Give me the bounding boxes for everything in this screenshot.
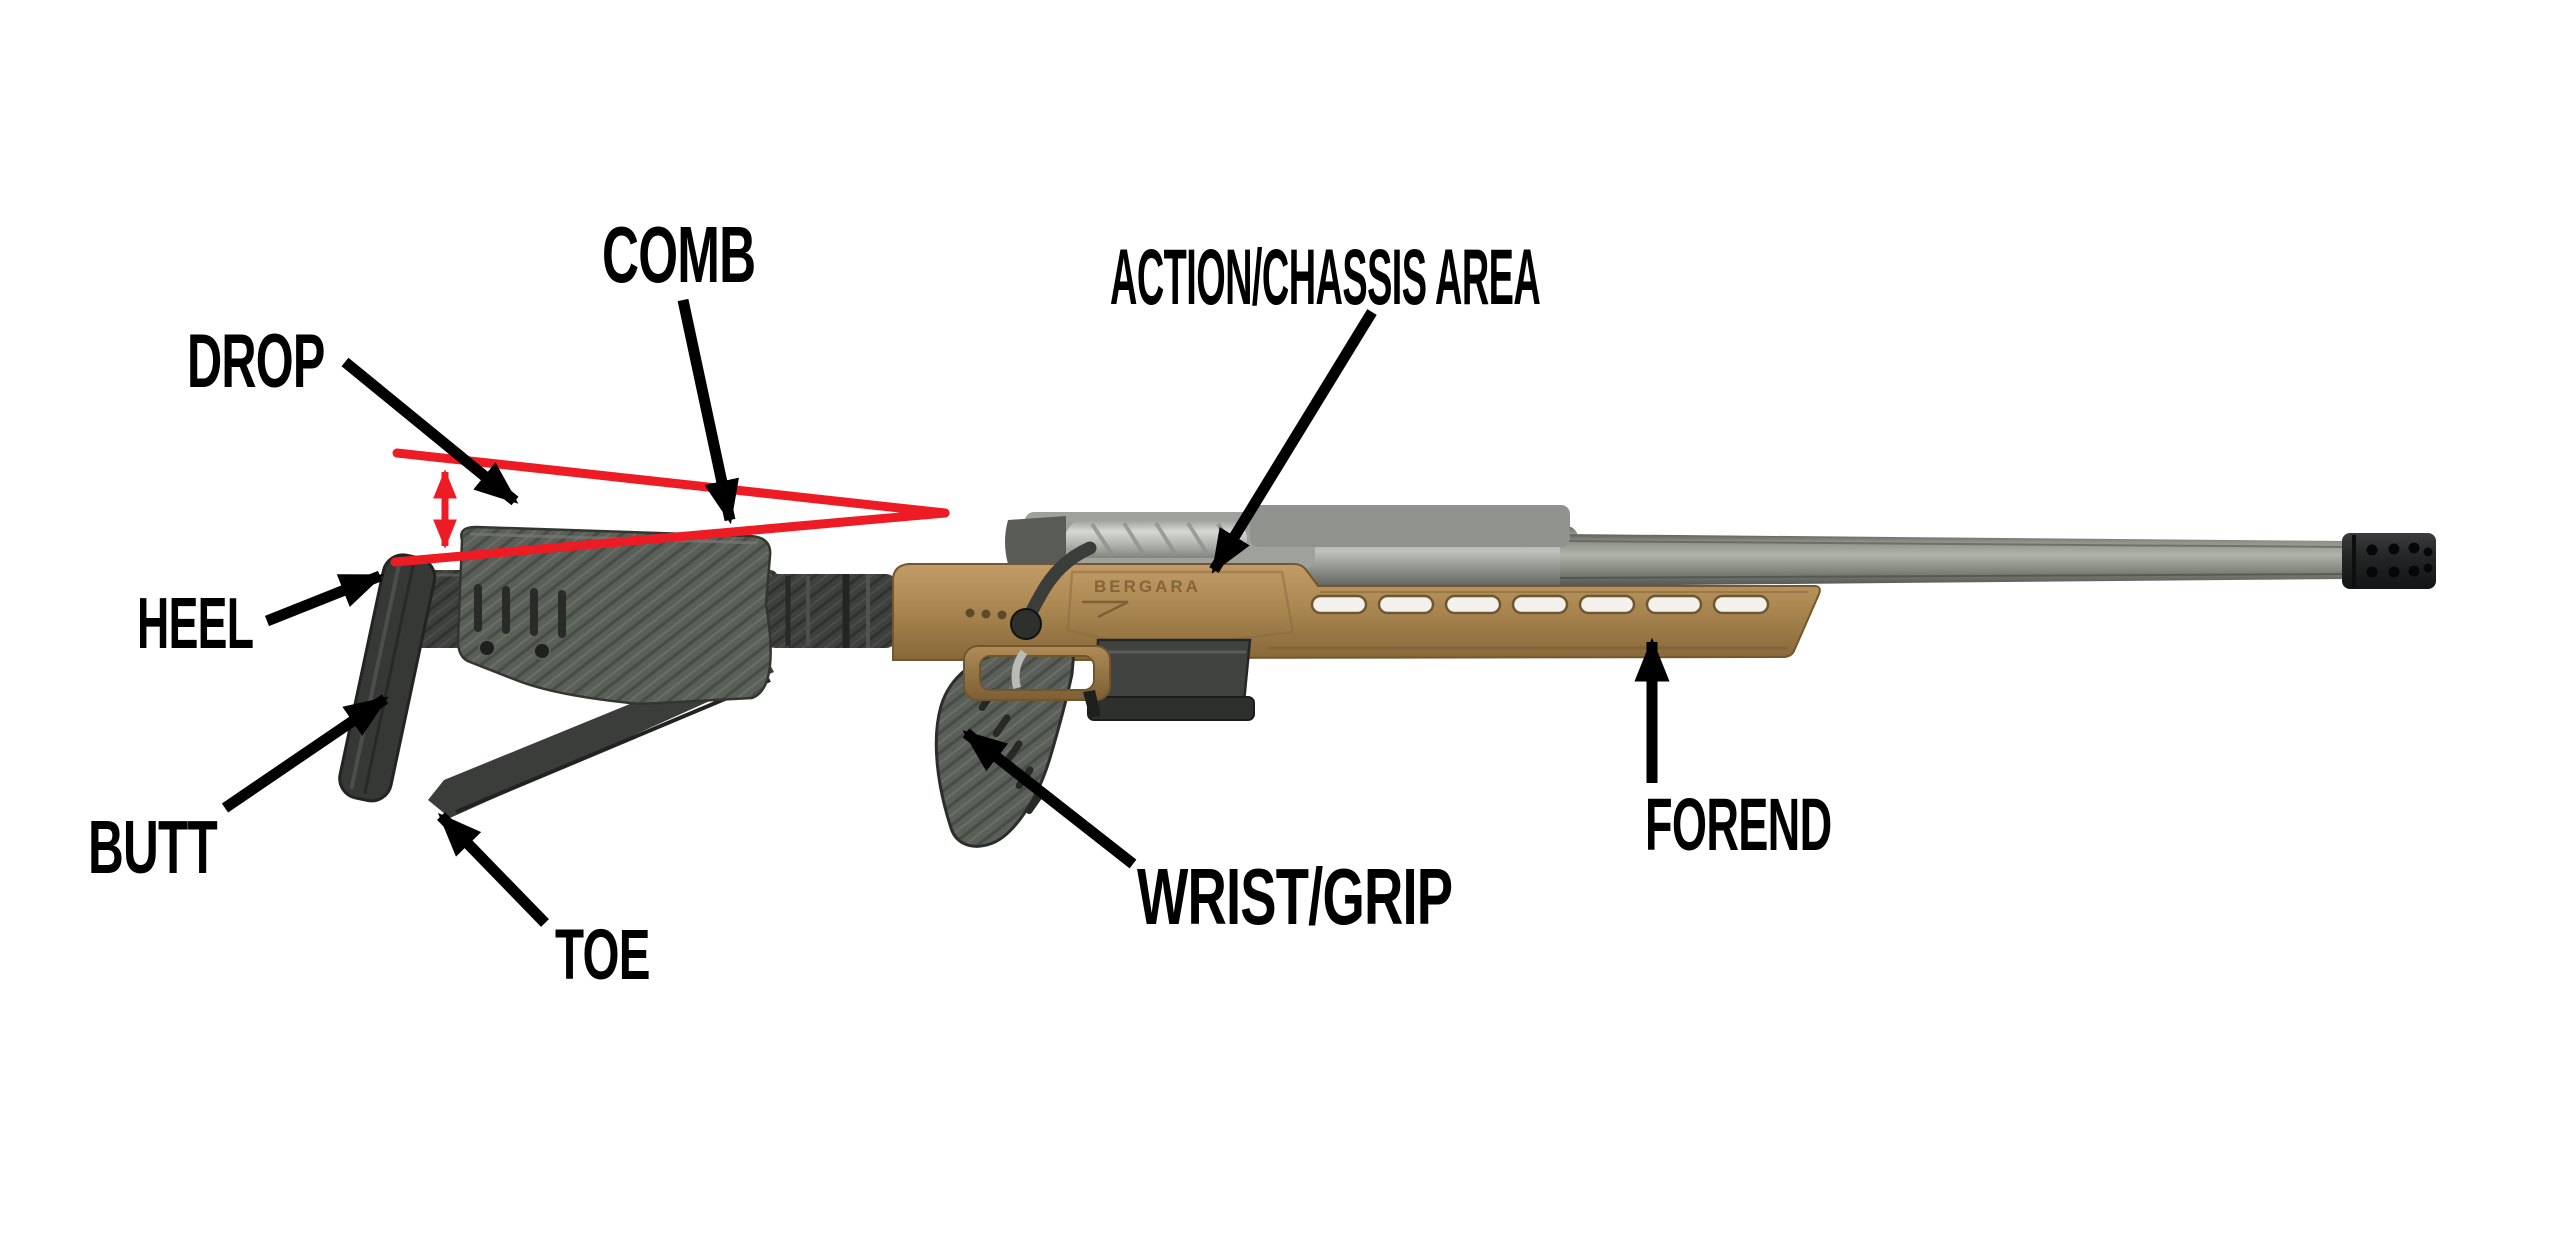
cheek-piece-slots bbox=[474, 584, 566, 638]
comb-arrow bbox=[677, 298, 739, 525]
label-drop: DROP bbox=[187, 319, 325, 404]
chassis-pins bbox=[965, 608, 1007, 620]
pistol-grip bbox=[934, 648, 1076, 848]
barrel-top-line bbox=[1559, 540, 2349, 548]
label-comb: COMB bbox=[602, 210, 756, 299]
bolt-knob bbox=[1010, 608, 1042, 640]
action-chassis-arrow bbox=[1209, 309, 1377, 574]
magazine bbox=[1087, 638, 1255, 721]
sight-line-upper bbox=[392, 448, 950, 518]
heel-arrow bbox=[264, 570, 385, 627]
drop-arrow bbox=[341, 357, 519, 506]
cheek-piece bbox=[456, 525, 772, 706]
mag-release-lever bbox=[1083, 690, 1101, 718]
brand-logo-triangle bbox=[1082, 600, 1129, 619]
brand-engraving: BERGARA bbox=[1094, 577, 1201, 596]
barrel-nut-area bbox=[1250, 505, 1570, 547]
stock-tube bbox=[766, 574, 896, 648]
barrel bbox=[1560, 534, 2348, 586]
label-wrist-grip: WRIST/GRIP bbox=[1137, 852, 1453, 941]
stock-screw bbox=[533, 642, 551, 660]
comb-line-lower bbox=[390, 508, 950, 567]
stock-strut-line bbox=[455, 678, 771, 814]
label-forend: FOREND bbox=[1645, 783, 1832, 866]
stock-screw bbox=[478, 639, 496, 657]
label-toe: TOE bbox=[555, 916, 651, 995]
barrel-bottom-line bbox=[1559, 573, 2349, 579]
toe-arrow bbox=[437, 812, 549, 927]
butt-arrow bbox=[221, 694, 389, 813]
label-action-chassis: ACTION/CHASSIS AREA bbox=[1110, 232, 1541, 321]
trigger bbox=[1011, 649, 1028, 689]
mlok-slots bbox=[1310, 594, 1770, 615]
label-butt: BUTT bbox=[88, 805, 218, 889]
bolt-shroud bbox=[1005, 516, 1066, 568]
label-arrows bbox=[221, 298, 1670, 927]
rifle-illustration: BERGARA bbox=[338, 505, 2436, 848]
label-heel: HEEL bbox=[137, 584, 254, 664]
muzzle-brake bbox=[2342, 533, 2436, 589]
wrist-grip-arrow bbox=[962, 728, 1137, 869]
